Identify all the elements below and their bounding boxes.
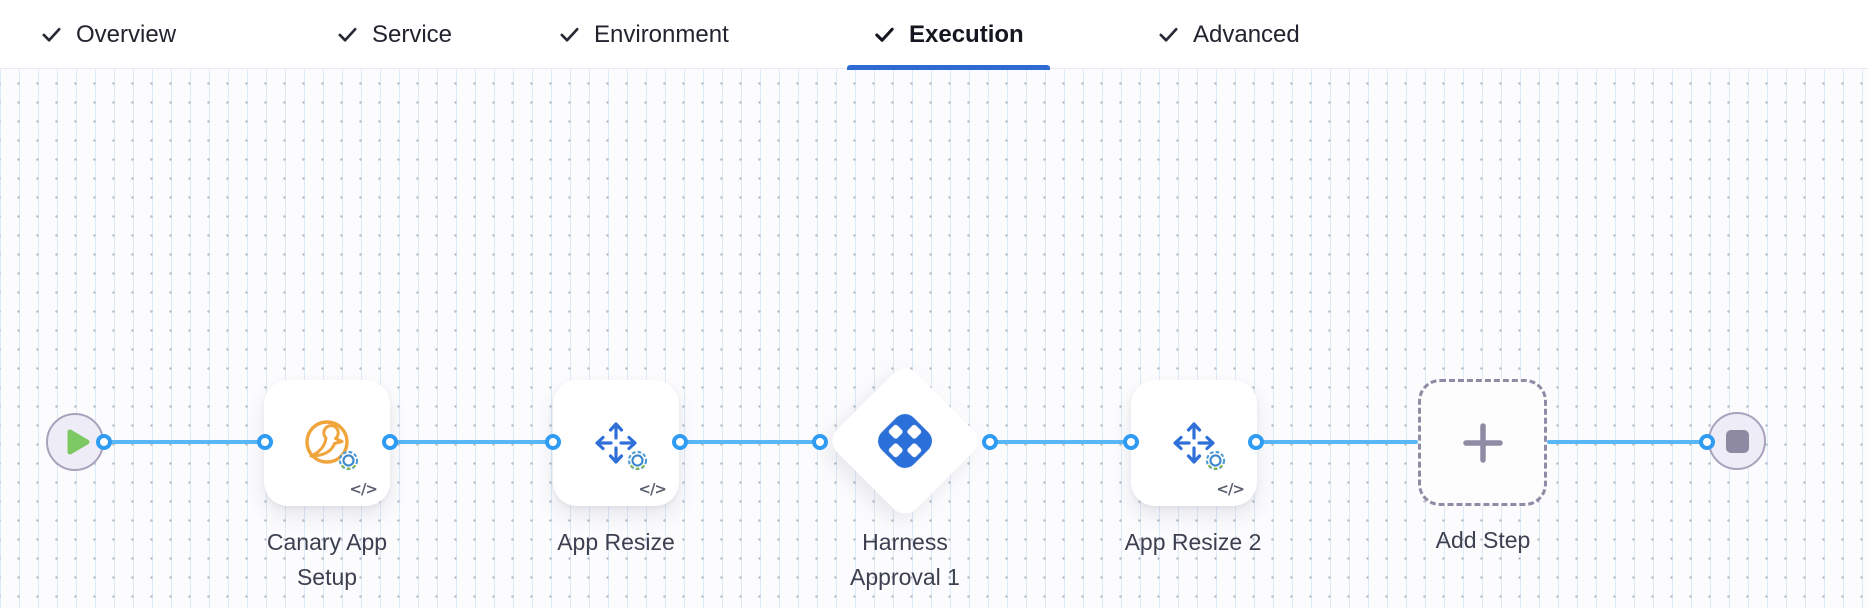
active-tab-underline xyxy=(847,65,1050,70)
resize-arrows-icon xyxy=(1173,422,1215,464)
tab-label: Service xyxy=(372,20,453,48)
edge xyxy=(1547,440,1707,444)
check-icon xyxy=(875,27,894,42)
step-node-app-resize[interactable]: </> xyxy=(553,380,679,506)
add-step-button[interactable] xyxy=(1418,379,1547,506)
tab-label: Advanced xyxy=(1193,20,1300,48)
play-icon xyxy=(67,429,89,455)
tab-overview[interactable]: Overview xyxy=(14,0,202,69)
tab-label: Execution xyxy=(909,20,1024,48)
step-node-app-resize-2[interactable]: </> xyxy=(1131,380,1257,506)
edge xyxy=(390,440,553,444)
start-node xyxy=(46,413,104,471)
connector-port[interactable] xyxy=(1248,434,1264,450)
connector-port[interactable] xyxy=(812,434,828,450)
step-label: Canary App Setup xyxy=(266,529,388,590)
gear-badge-icon xyxy=(627,450,648,471)
check-icon xyxy=(338,27,357,42)
check-icon xyxy=(560,27,579,42)
edge xyxy=(990,440,1131,444)
step-label: Harness Approval 1 xyxy=(850,529,960,590)
tab-label: Environment xyxy=(594,20,729,48)
connector-port[interactable] xyxy=(1699,434,1715,450)
tab-advanced[interactable]: Advanced xyxy=(1131,0,1326,69)
step-label: App Resize xyxy=(557,529,675,555)
step-label: Add Step xyxy=(1435,527,1531,553)
edge xyxy=(680,440,820,444)
config-tab-bar: Overview Service Environment Execution A… xyxy=(0,0,1868,70)
code-icon: </> xyxy=(349,480,378,498)
end-node xyxy=(1708,412,1766,470)
connector-port[interactable] xyxy=(257,434,273,450)
tab-execution[interactable]: Execution xyxy=(847,0,1050,70)
canary-icon xyxy=(305,420,349,464)
tab-label: Overview xyxy=(76,20,177,48)
code-icon: </> xyxy=(638,480,667,498)
plus-icon xyxy=(1462,422,1503,463)
tab-environment[interactable]: Environment xyxy=(532,0,755,69)
connector-port[interactable] xyxy=(1123,434,1139,450)
check-icon xyxy=(1159,27,1178,42)
edge xyxy=(104,440,265,444)
check-icon xyxy=(42,27,61,42)
resize-arrows-icon xyxy=(595,422,637,464)
harness-logo-icon xyxy=(878,414,932,468)
stop-icon xyxy=(1725,429,1749,453)
step-label: App Resize 2 xyxy=(1124,529,1262,555)
edge xyxy=(1256,440,1418,444)
code-icon: </> xyxy=(1216,480,1245,498)
connector-port[interactable] xyxy=(545,434,561,450)
tab-service[interactable]: Service xyxy=(310,0,478,69)
gear-badge-icon xyxy=(338,450,359,471)
step-node-canary-app-setup[interactable]: </> xyxy=(264,380,390,506)
connector-port[interactable] xyxy=(672,434,688,450)
connector-port[interactable] xyxy=(982,434,998,450)
connector-port[interactable] xyxy=(96,434,112,450)
pipeline-canvas[interactable]: </> </> xyxy=(0,69,1868,608)
connector-port[interactable] xyxy=(382,434,398,450)
approval-node-harness-approval-1[interactable] xyxy=(825,361,985,521)
gear-badge-icon xyxy=(1205,450,1226,471)
